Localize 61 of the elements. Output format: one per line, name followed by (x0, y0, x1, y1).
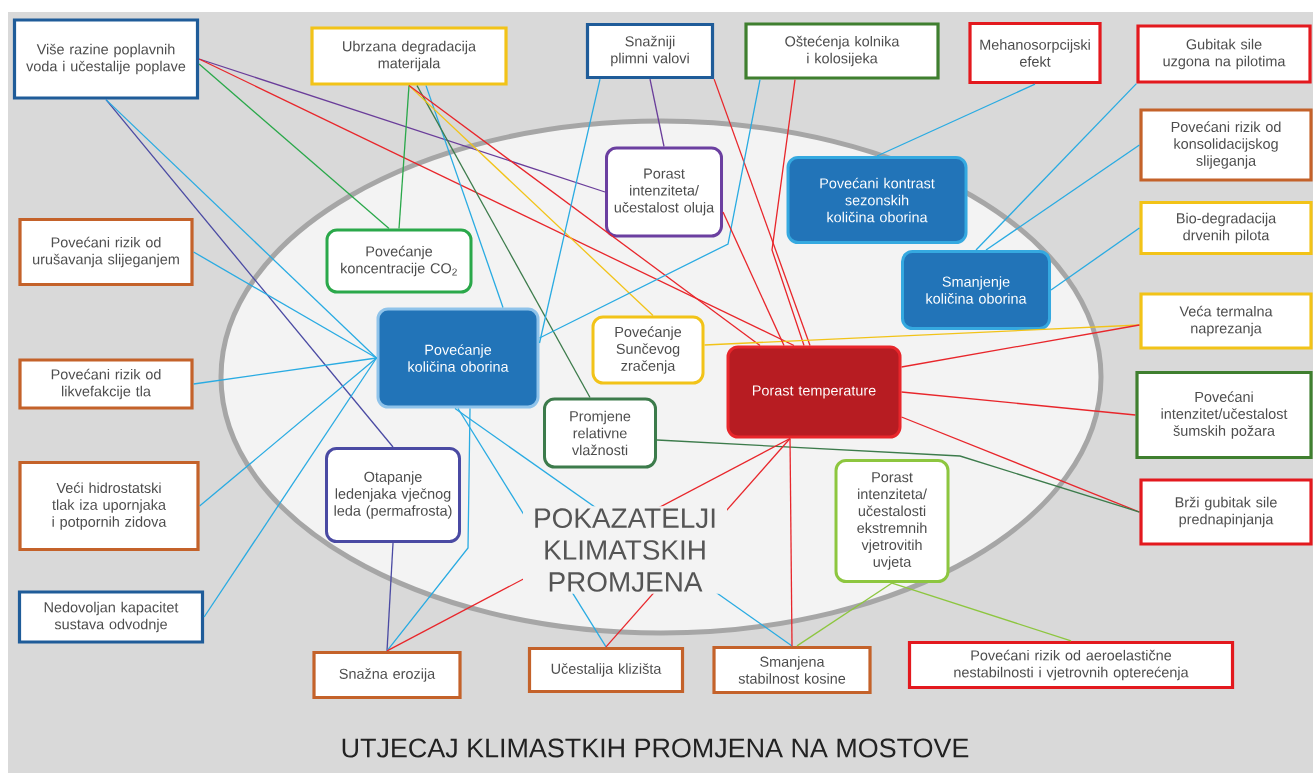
indicator-box: Smanjenje količina oborina (901, 250, 1051, 330)
connector-line (649, 78, 665, 148)
connector-line (900, 391, 1137, 416)
impact-box: Učestalija klizišta (527, 646, 685, 694)
impact-box: Povećani rizik od urušavanja slijeganjem (18, 217, 194, 287)
connector-line (192, 251, 378, 359)
indicator-box: Porast intenziteta/ učestalosti ekstremnih vjetrovitih uvjeta (834, 459, 950, 583)
connector-line (425, 84, 504, 309)
connector-line (656, 439, 1141, 513)
impact-box: Povećani rizik od konsolidacijskog slijeganja (1139, 108, 1313, 182)
impact-box: Povećani rizik od aeroelastične nestabilnosti i vjetrovnih opterećenja (907, 640, 1235, 690)
indicator-box: Povećani kontrast sezonskih količina oborina (786, 156, 968, 244)
impact-box: Brži gubitak sile prednapinjanja (1139, 478, 1313, 546)
impact-box: Gubitak sile uzgona na pilotima (1136, 24, 1312, 84)
indicator-box: Povećanje koncentracije CO$_{2}$ (325, 228, 473, 294)
connector-line (416, 84, 591, 399)
indicator-box: Porast intenziteta/ učestalost oluja (605, 146, 723, 238)
connector-line (538, 78, 761, 339)
impact-box: Ubrzana degradacija materijala (310, 26, 508, 86)
connector-line (722, 211, 785, 347)
impact-box: Mehanosorpcijski efekt (968, 21, 1102, 85)
connector-line (703, 324, 1141, 346)
connector-line (891, 582, 1072, 642)
connector-line (796, 582, 893, 647)
connector-line (771, 78, 805, 347)
connector-line (386, 542, 394, 652)
impact-box: Veća termalna naprezanja (1139, 292, 1313, 350)
connector-line (198, 58, 795, 347)
connector-line (203, 357, 378, 618)
impact-box: Smanjena stabilnost kosine (712, 645, 872, 695)
indicator-box: Povećanje Sunčevog zračenja (591, 315, 705, 385)
impact-box: Snažna erozija (312, 650, 462, 700)
connector-line (198, 63, 390, 230)
connector-line (538, 78, 601, 344)
impact-box: Povećani intenzitet/učestalost šumskih požara (1135, 370, 1313, 460)
impact-box: Povećani rizik od likvefakcije tla (18, 358, 194, 410)
connector-line (198, 357, 378, 507)
ellipse-label: POKAZATELJI KLIMATSKIH PROMJENA (523, 506, 727, 594)
indicator-box: Otapanje ledenjaka vječnog leda (permafrosta) (325, 447, 461, 543)
impact-box: Više razine poplavnih voda i učestalije poplave (12, 18, 200, 100)
connector-line (789, 437, 793, 647)
indicator-box: Povećanje količina oborina (376, 307, 540, 409)
connector-line (1050, 227, 1141, 291)
connector-line (408, 84, 761, 347)
indicator-box: Promjene relativne vlažnosti (543, 397, 657, 469)
indicator-box: Porast temperature (726, 345, 902, 439)
connector-line (386, 407, 471, 652)
impact-box: Veći hidrostatski tlak iza upornjaka i potpornih zidova (18, 460, 200, 552)
connector-line (975, 82, 1138, 251)
connector-line (876, 83, 1036, 157)
impact-box: Nedovoljan kapacitet sustava odvodnje (17, 590, 205, 644)
impact-box: Bio-degradacija drvenih pilota (1139, 200, 1313, 256)
connector-line (398, 84, 410, 230)
connector-line (713, 78, 811, 347)
connector-line (900, 324, 1141, 368)
connector-line (985, 144, 1141, 251)
connector-line (105, 98, 378, 359)
connector-line (192, 357, 378, 385)
diagram-title: UTJECAJ KLIMASTKIH PROMJENA NA MOSTOVE (342, 738, 969, 758)
impact-box: Snažniji plimni valovi (585, 22, 715, 80)
impact-box: Oštećenja kolnika i kolosijeka (744, 22, 940, 80)
